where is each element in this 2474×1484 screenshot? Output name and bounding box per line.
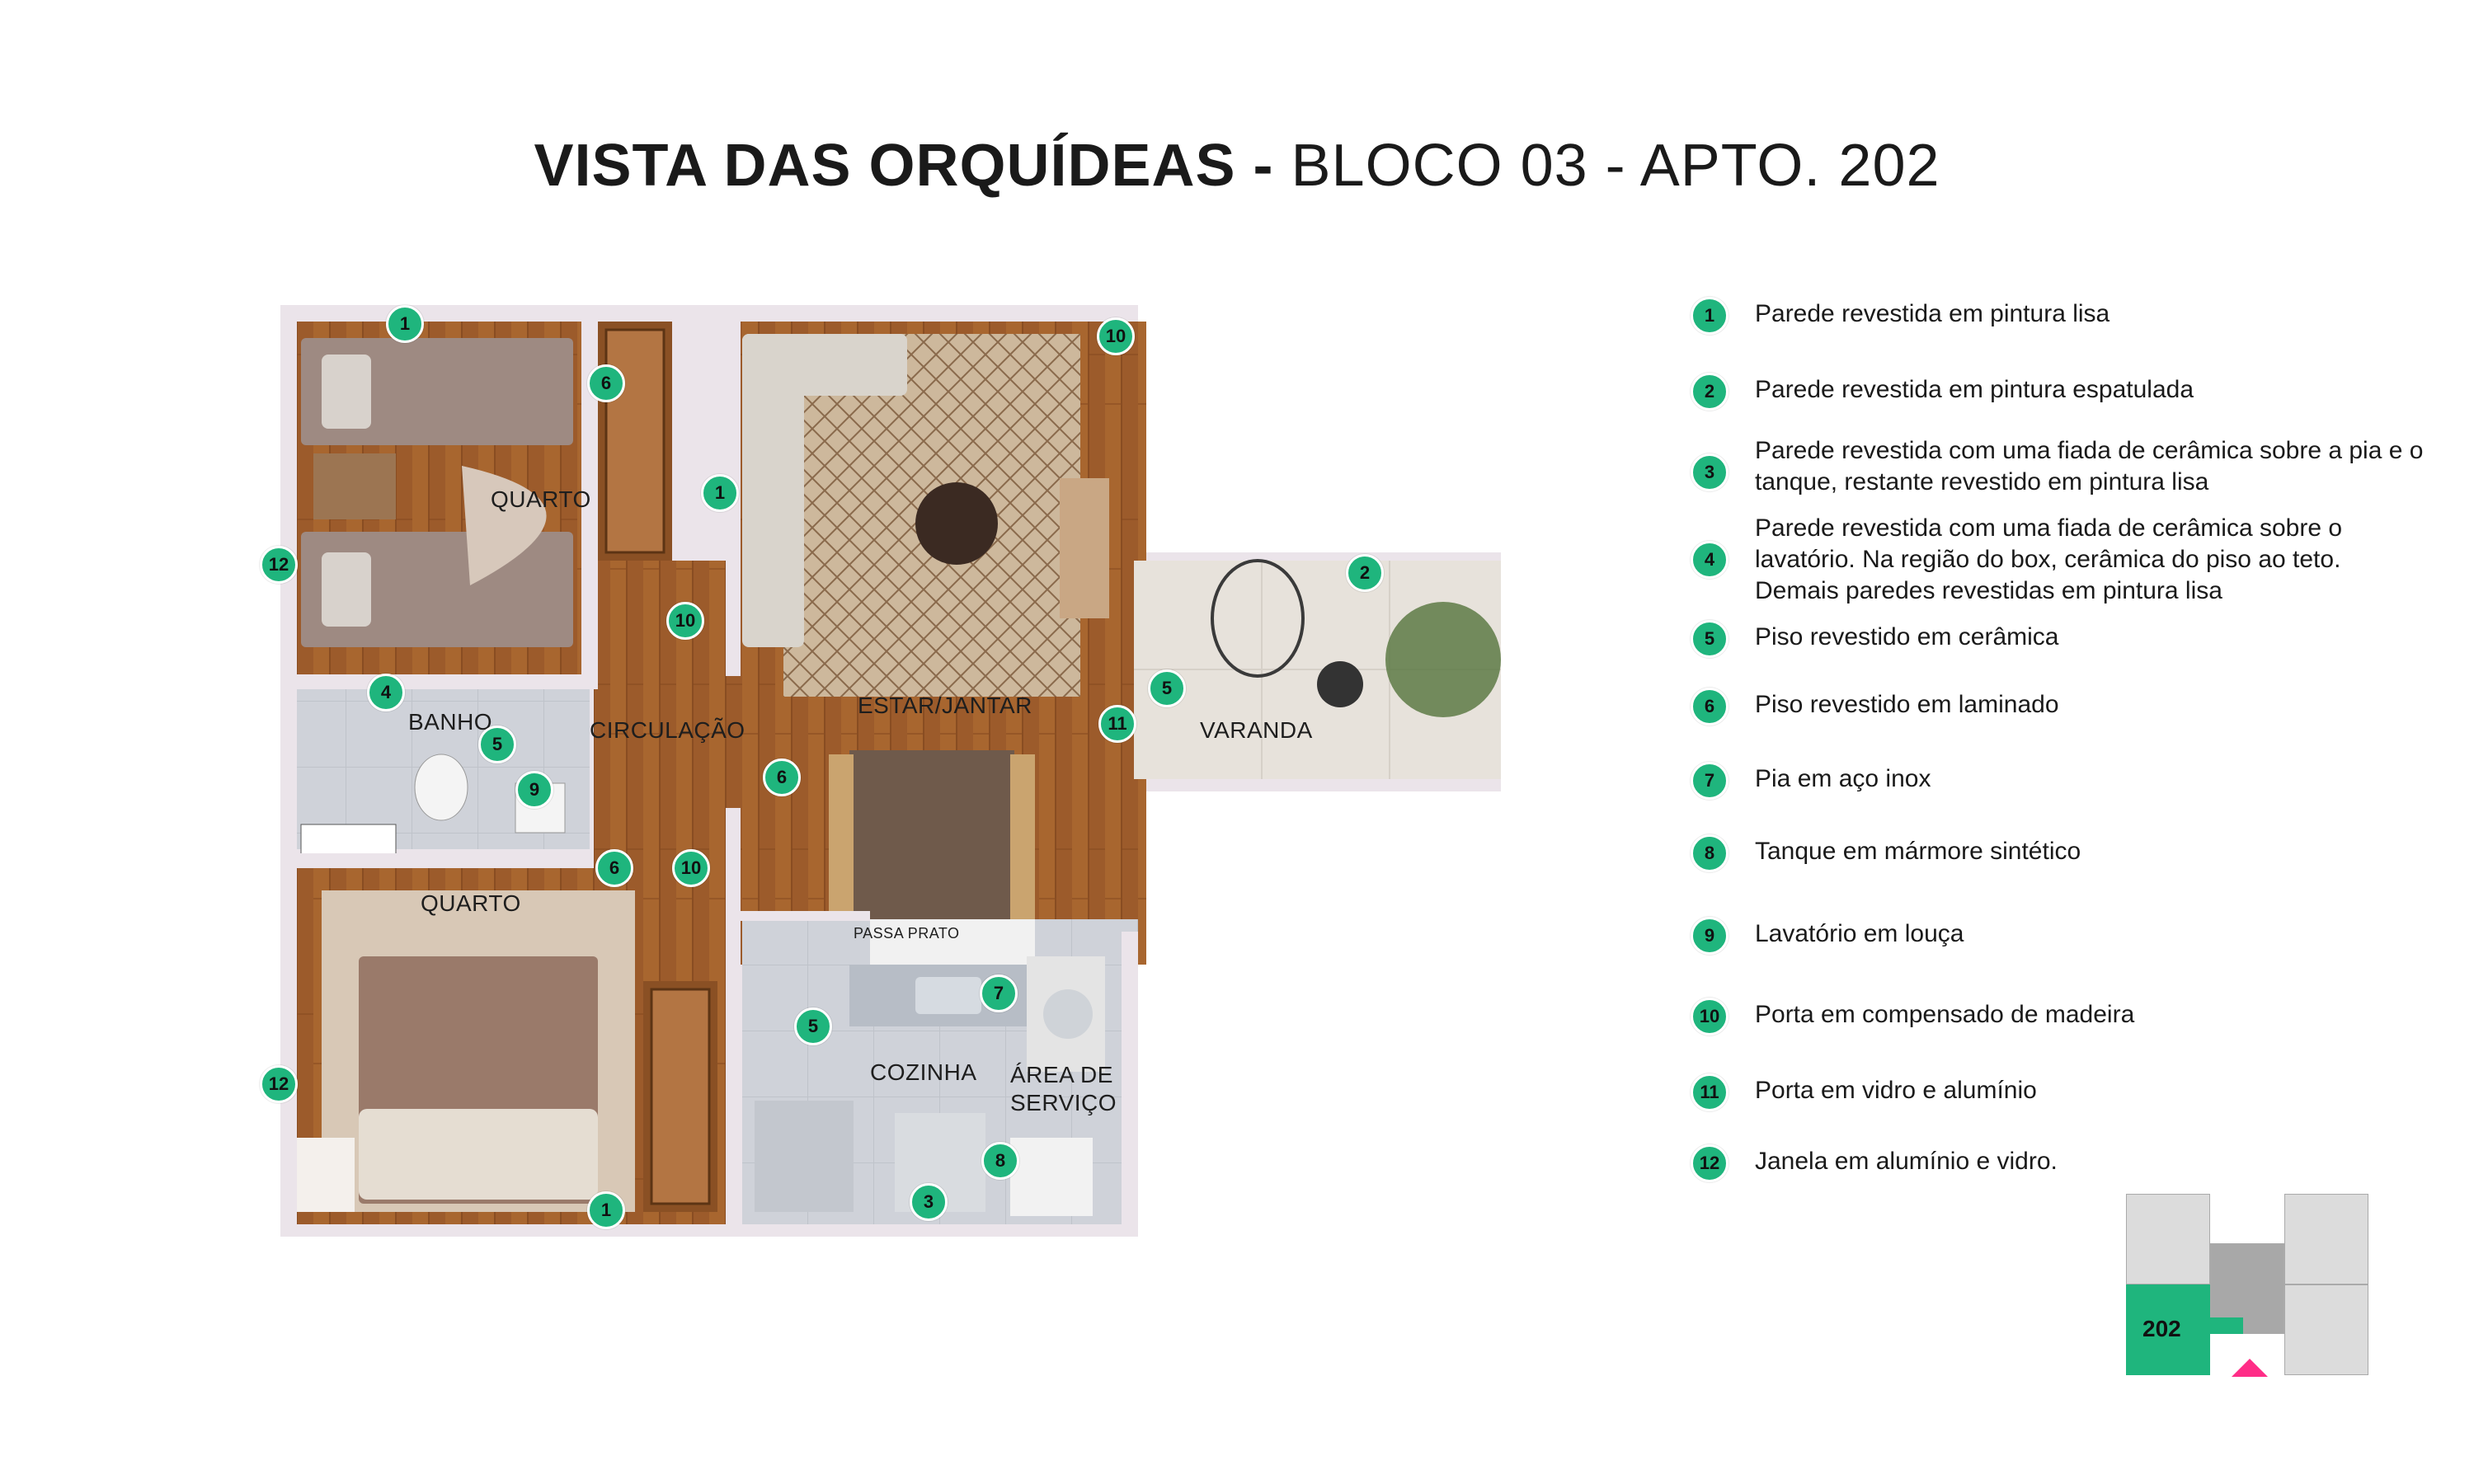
room-label-varanda: VARANDA	[1200, 717, 1313, 743]
floor-plan: QUARTO BANHO CIRCULAÇÃO ESTAR/JANTAR VAR…	[260, 305, 1501, 1237]
legend-marker: 12	[1691, 1144, 1729, 1182]
legend-text: Tanque em mármore sintético	[1755, 838, 2081, 865]
legend-marker: 5	[1691, 620, 1729, 658]
key-plan-unit-label: 202	[2142, 1316, 2181, 1341]
plan-marker: 6	[595, 849, 633, 887]
plan-marker: 11	[1098, 705, 1136, 743]
room-label-banho: BANHO	[408, 709, 493, 735]
legend-item: 3 Parede revestida com uma fiada de cerâ…	[1691, 435, 2431, 498]
legend-item: 8 Tanque em mármore sintético	[1691, 834, 2431, 872]
room-label-estar-jantar: ESTAR/JANTAR	[858, 693, 1032, 718]
plan-marker: 6	[763, 758, 801, 796]
plan-marker: 3	[910, 1183, 948, 1221]
legend-item: 10 Porta em compensado de madeira	[1691, 998, 2431, 1036]
plan-marker: 5	[1148, 669, 1186, 707]
plan-marker: 1	[386, 305, 424, 343]
legend-item: 5 Piso revestido em cerâmica	[1691, 620, 2431, 658]
legend-item: 2 Parede revestida em pintura espatulada	[1691, 373, 2431, 411]
legend-marker: 8	[1691, 834, 1729, 872]
floor-plan-drawing	[280, 305, 1501, 1237]
room-label-area-servico-1: ÁREA DE	[1010, 1062, 1113, 1087]
room-label-area-servico-2: SERVIÇO	[1010, 1090, 1117, 1115]
room-label-quarto-bottom: QUARTO	[421, 890, 521, 916]
plan-marker: 8	[981, 1142, 1019, 1180]
plan-marker: 10	[672, 849, 710, 887]
legend-marker: 9	[1691, 917, 1729, 955]
plan-marker: 10	[1097, 317, 1135, 355]
legend-text: Parede revestida em pintura lisa	[1755, 300, 2110, 327]
label-passa-prato: PASSA PRATO	[854, 925, 960, 942]
key-plan-block	[2126, 1194, 2210, 1284]
legend-item: 4 Parede revestida com uma fiada de cerâ…	[1691, 513, 2431, 607]
legend-text: Piso revestido em cerâmica	[1755, 623, 2059, 650]
legend-item: 11 Porta em vidro e alumínio	[1691, 1073, 2431, 1111]
legend-marker: 7	[1691, 762, 1729, 800]
legend-item: 12 Janela em alumínio e vidro.	[1691, 1144, 2431, 1182]
key-plan: 202	[2126, 1194, 2370, 1377]
legend-marker: 6	[1691, 688, 1729, 726]
legend-marker: 11	[1691, 1073, 1729, 1111]
key-plan-unit-highlight	[2210, 1317, 2243, 1334]
key-plan-block	[2284, 1194, 2368, 1284]
plan-marker: 5	[794, 1007, 832, 1045]
legend-marker: 1	[1691, 297, 1729, 335]
legend-text: Pia em aço inox	[1755, 765, 1931, 792]
legend-item: 9 Lavatório em louça	[1691, 917, 2431, 955]
legend-text: Parede revestida com uma fiada de cerâmi…	[1755, 437, 2424, 495]
key-plan-block	[2284, 1284, 2368, 1375]
legend-item: 7 Pia em aço inox	[1691, 762, 2431, 800]
legend-marker: 2	[1691, 373, 1729, 411]
plan-marker: 7	[980, 974, 1018, 1012]
legend-text: Janela em alumínio e vidro.	[1755, 1148, 2058, 1175]
plan-marker: 5	[478, 726, 516, 763]
legend-text: Piso revestido em laminado	[1755, 691, 2059, 718]
plan-marker: 4	[367, 674, 405, 711]
plan-marker: 1	[587, 1191, 625, 1229]
legend-marker: 10	[1691, 998, 1729, 1036]
plan-marker: 2	[1346, 554, 1384, 592]
legend-text: Lavatório em louça	[1755, 920, 1964, 947]
legend-text: Parede revestida em pintura espatulada	[1755, 376, 2194, 403]
legend-marker: 3	[1691, 453, 1729, 491]
plan-marker: 6	[587, 364, 625, 402]
legend-item: 6 Piso revestido em laminado	[1691, 688, 2431, 726]
room-label-quarto-top: QUARTO	[491, 486, 591, 512]
room-label-circulacao: CIRCULAÇÃO	[590, 717, 745, 743]
plan-marker: 12	[260, 546, 298, 584]
legend-marker: 4	[1691, 541, 1729, 579]
legend-item: 1 Parede revestida em pintura lisa	[1691, 297, 2431, 335]
plan-marker: 10	[666, 602, 704, 640]
legend-text: Porta em vidro e alumínio	[1755, 1077, 2037, 1104]
legend-text: Parede revestida com uma fiada de cerâmi…	[1755, 514, 2343, 604]
page-title: VISTA DAS ORQUÍDEAS - BLOCO 03 - APTO. 2…	[0, 132, 2474, 200]
title-unit: BLOCO 03 - APTO. 202	[1291, 133, 1940, 199]
title-project: VISTA DAS ORQUÍDEAS -	[534, 133, 1274, 199]
legend-text: Porta em compensado de madeira	[1755, 1001, 2135, 1028]
room-label-cozinha: COZINHA	[870, 1059, 977, 1085]
location-pin-icon	[2232, 1359, 2268, 1377]
plan-marker: 1	[701, 474, 739, 512]
key-plan-unit-highlight	[2126, 1284, 2210, 1375]
plan-marker: 12	[260, 1065, 298, 1103]
plan-marker: 9	[515, 771, 553, 809]
